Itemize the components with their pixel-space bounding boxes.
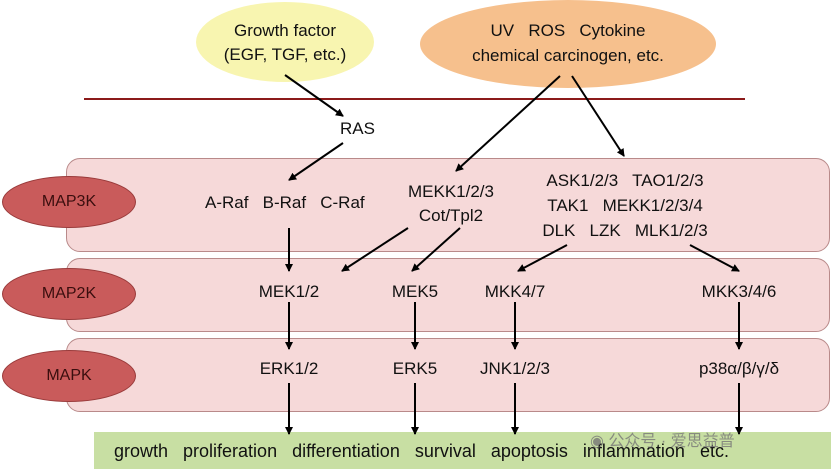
erk12-node: ERK1/2: [259, 359, 319, 378]
watermark-text: 公众号 · 爱思益普: [608, 433, 735, 450]
erk5-node: ERK5: [392, 359, 438, 378]
outcome-bar: [94, 432, 831, 469]
dlk-lzk-mlk-kinases: DLK LZK MLK1/2/3: [542, 221, 708, 240]
mekk-kinases: MEKK1/2/3: [408, 182, 494, 201]
stress-stimuli-oval: [420, 0, 716, 88]
arrow-ask-to-mkk346: [689, 244, 740, 272]
mek12-node: MEK1/2: [258, 282, 320, 301]
tak-mekk-kinases: TAK1 MEKK1/2/3/4: [547, 196, 703, 215]
map2k-level-label: MAP2K: [2, 268, 136, 320]
map3k-band: [66, 158, 830, 252]
mek5-node: MEK5: [391, 282, 439, 301]
mapk-level-label: MAPK: [2, 350, 136, 402]
cellular-outcomes: growth proliferation differentiation sur…: [114, 441, 729, 461]
raf-kinases: A-Raf B-Raf C-Raf: [205, 193, 365, 212]
cot-tpl2-kinase: Cot/Tpl2: [418, 206, 484, 225]
stress-stimuli-line2: chemical carcinogen, etc.: [472, 46, 664, 65]
mkk47-node: MKK4/7: [484, 282, 546, 301]
ras-label: RAS: [340, 119, 375, 138]
ask-tao-kinases: ASK1/2/3 TAO1/2/3: [546, 171, 704, 190]
growth-factor-label: Growth factor: [233, 21, 337, 40]
growth-factor-oval: [196, 2, 374, 82]
arrow-mekk-to-mek5: [411, 227, 461, 272]
watermark: ◉ 公众号 · 爱思益普: [590, 427, 735, 451]
mapk-band: [66, 338, 830, 412]
arrow-growth-to-ras: [284, 74, 344, 117]
arrow-ask-to-mkk47: [517, 244, 568, 272]
arrow-ras-to-raf: [288, 142, 344, 181]
wechat-icon: ◉: [590, 433, 609, 450]
arrow-mekk-to-mek12: [341, 227, 409, 272]
mkk346-node: MKK3/4/6: [701, 282, 777, 301]
arrow-stress-to-ask: [571, 75, 625, 157]
map3k-level-label: MAP3K: [2, 176, 136, 228]
map2k-band: [66, 258, 830, 332]
p38-node: p38α/β/γ/δ: [698, 359, 780, 378]
growth-factor-examples: (EGF, TGF, etc.): [223, 45, 347, 64]
stress-stimuli-line1: UV ROS Cytokine: [490, 21, 646, 40]
jnk-node: JNK1/2/3: [480, 359, 550, 378]
arrow-stress-to-mekk: [455, 75, 561, 172]
